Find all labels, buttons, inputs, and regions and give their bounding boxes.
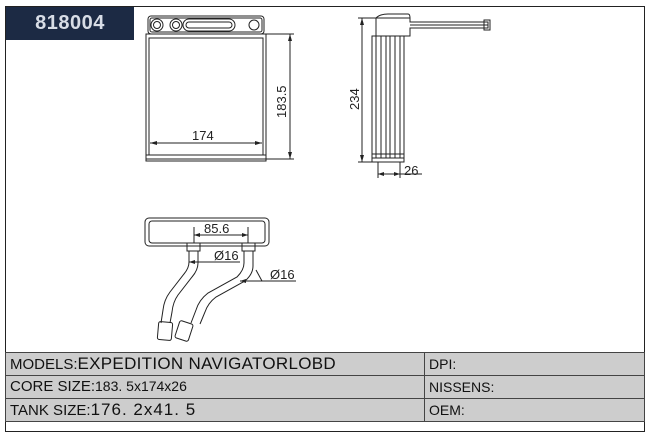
oem-cell: OEM: (424, 398, 645, 422)
pipe-left-outer-a (160, 251, 190, 324)
dim-arrow-overall-bottom (360, 155, 364, 162)
pipe-boss-left-bore (153, 21, 161, 29)
pipe-slot (182, 18, 236, 32)
core-size-value: 183. 5x174x26 (95, 378, 187, 394)
pipe-right-outer-a (190, 251, 245, 324)
pipe-left-outer-b (169, 251, 199, 324)
dim-arrow-pitch-right (242, 233, 248, 237)
pipe-left-end (156, 321, 174, 341)
pipe-boss-right (248, 19, 260, 31)
dim-arrow-width-right (255, 141, 262, 145)
front-bottom-tank (145, 154, 267, 162)
dim-arrow-thick-left (378, 172, 384, 176)
nissens-cell: NISSENS: (424, 375, 645, 399)
pipe-right-outer-b (199, 251, 254, 325)
dpi-label: DPI: (429, 356, 457, 372)
spec-row-tank: TANK SIZE:176. 2x41. 5 OEM: (5, 398, 645, 422)
side-pipe-end (483, 19, 491, 31)
dpi-cell: DPI: (424, 352, 645, 376)
dim-label-width: 174 (192, 128, 214, 143)
side-view (358, 13, 491, 178)
dim-label-pitch: 85.6 (204, 221, 229, 236)
pipe-stub-right (241, 242, 256, 252)
dim-label-height: 183.5 (274, 85, 289, 118)
core-size-cell: CORE SIZE:183. 5x174x26 (5, 375, 425, 399)
dim-arrow-height-bottom (288, 152, 292, 159)
front-top-tank-inner (149, 17, 263, 33)
core-size-label: CORE SIZE: (10, 378, 96, 395)
dim-arrow-height-top (288, 34, 292, 41)
dim-arrow-width-left (150, 141, 157, 145)
pipe-boss-left (150, 18, 164, 32)
dim-label-pipe-dia-2: Ø16 (270, 267, 295, 282)
dim-label-thickness: 26 (404, 163, 418, 178)
spec-table: MODELS:EXPEDITION NAVIGATORLOBD DPI: COR… (5, 352, 645, 422)
oem-label: OEM: (429, 402, 465, 418)
dim-arrow-overall-top (360, 18, 364, 25)
dim-label-overall: 234 (347, 88, 362, 110)
dim-label-pipe-dia-1: Ø16 (214, 248, 239, 263)
models-label: MODELS: (10, 356, 78, 373)
dia-arrow-2 (240, 279, 246, 283)
tank-view (144, 217, 296, 342)
part-number-badge: 818004 (6, 7, 134, 40)
models-value: EXPEDITION NAVIGATORLOBD (77, 354, 336, 373)
side-bottom-tank (371, 153, 405, 163)
side-core (371, 35, 405, 159)
dim-arrow-thick-right (394, 172, 400, 176)
front-view (145, 15, 294, 162)
side-pipe-outline (375, 17, 489, 37)
dia-arrow-1 (189, 260, 195, 264)
tank-outer (144, 217, 270, 247)
dim-arrow-pitch-left (194, 233, 200, 237)
spec-row-core: CORE SIZE:183. 5x174x26 NISSENS: (5, 375, 645, 399)
side-pipe-elbow (375, 13, 411, 19)
pipe-boss-mid (169, 18, 183, 32)
tank-inner (148, 220, 266, 244)
pipe-slot-inner (185, 21, 233, 29)
spec-row-models: MODELS:EXPEDITION NAVIGATORLOBD DPI: (5, 352, 645, 376)
nissens-label: NISSENS: (429, 379, 495, 395)
pipe-boss-mid-bore (172, 21, 180, 29)
dia-leader-2 (255, 269, 263, 282)
pipe-right-end (174, 320, 194, 342)
tank-size-value: 176. 2x41. 5 (90, 400, 197, 419)
tank-size-label: TANK SIZE: (10, 402, 91, 419)
front-core (145, 33, 267, 160)
tank-size-cell: TANK SIZE:176. 2x41. 5 (5, 398, 425, 422)
models-cell: MODELS:EXPEDITION NAVIGATORLOBD (5, 352, 425, 376)
pipe-stub-left (186, 242, 201, 252)
